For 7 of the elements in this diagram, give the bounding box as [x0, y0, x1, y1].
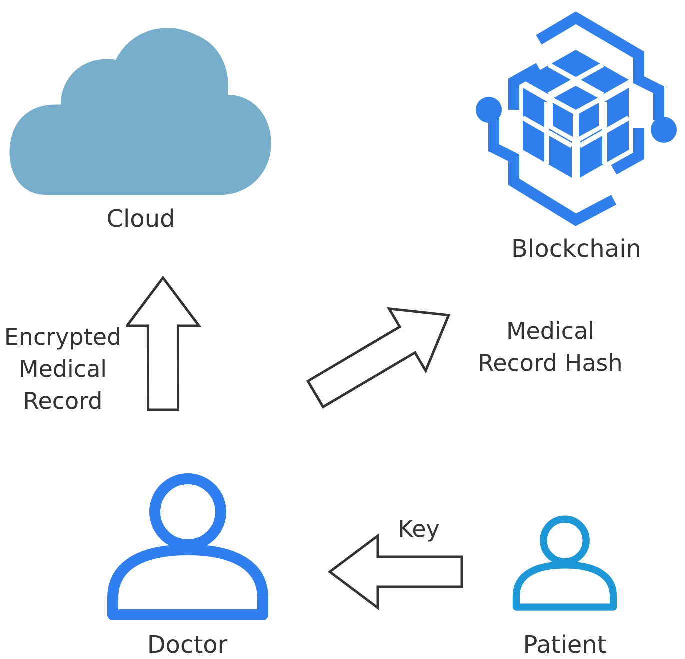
block-arrow — [328, 534, 464, 610]
node-label: Cloud — [106, 206, 176, 232]
node-label: Blockchain — [512, 236, 642, 262]
block-arrow — [306, 307, 451, 409]
block-arrow — [124, 276, 202, 412]
node-label: Patient — [523, 632, 607, 658]
node-label: Doctor — [147, 632, 228, 658]
